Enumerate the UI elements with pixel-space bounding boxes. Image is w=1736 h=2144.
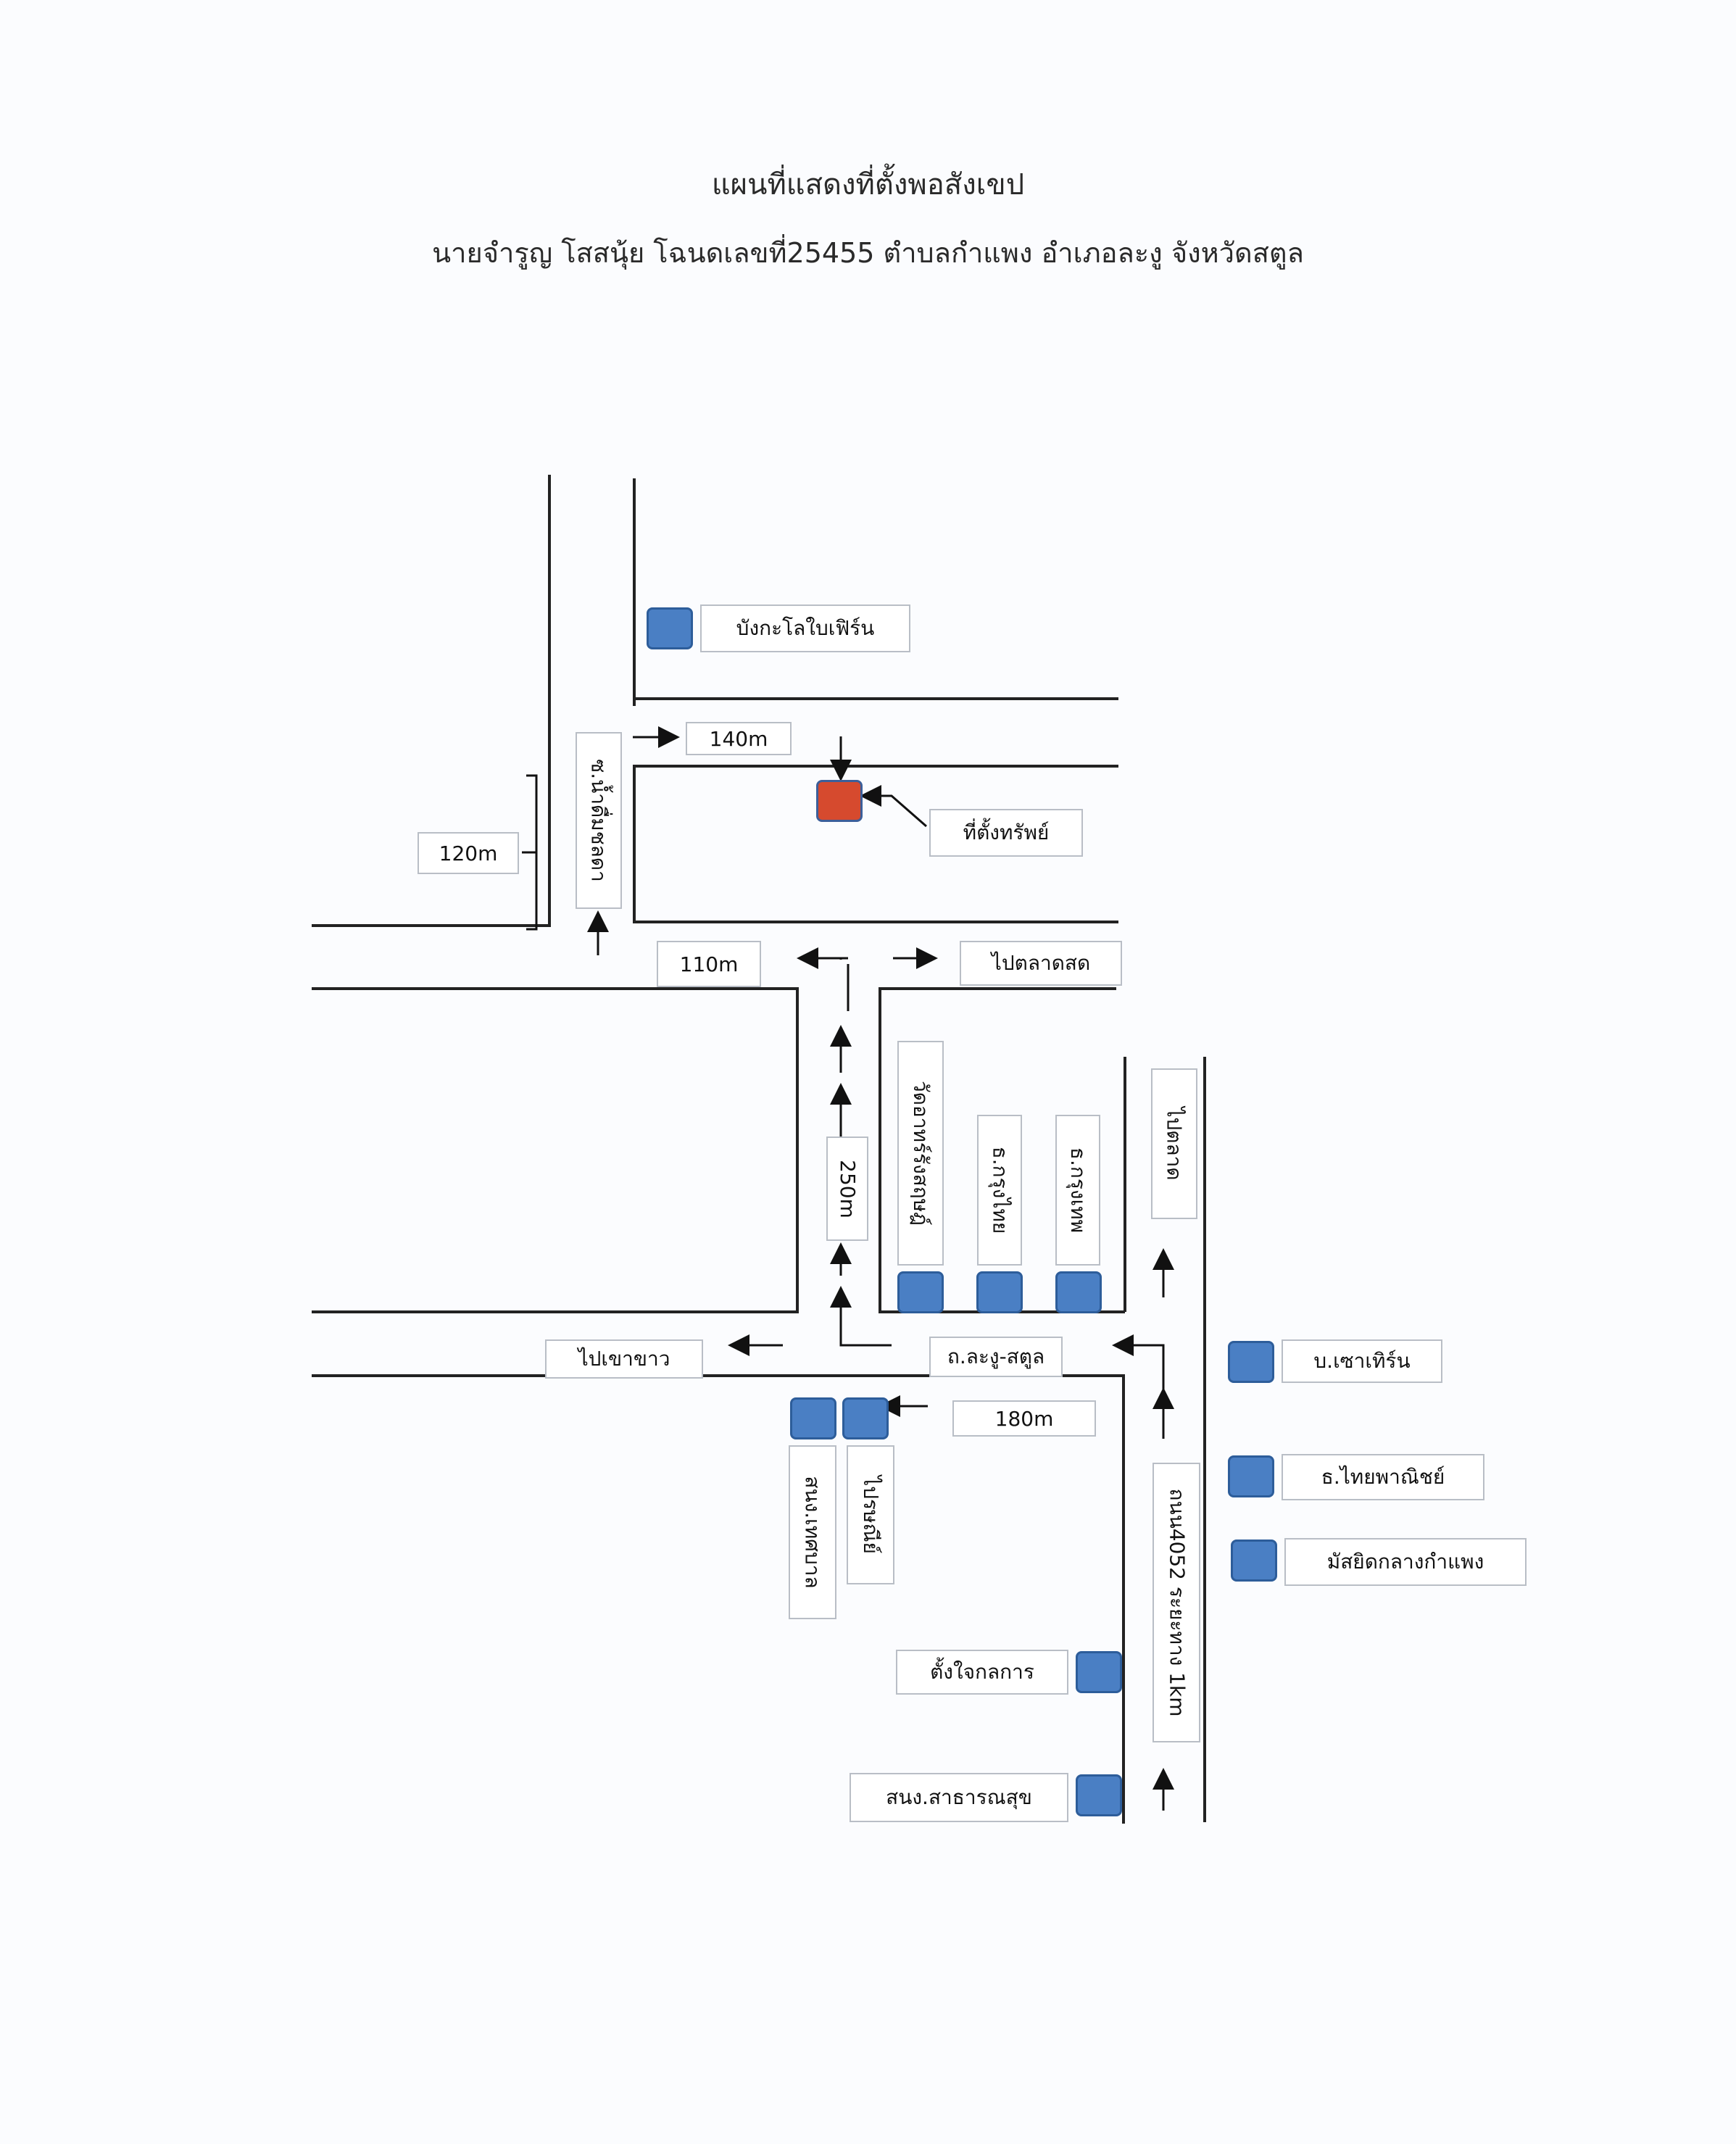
road-main-lower: [312, 1374, 1125, 1377]
label-wat-text: วัดอาทร์รังสฤษฎ์: [909, 1081, 934, 1226]
road-top-lower: [633, 765, 1118, 768]
arrow-left-junction: [1112, 1334, 1165, 1410]
label-property: ที่ตั้งทรัพย์: [929, 809, 1083, 857]
label-post-text: ไปรษณีย์: [859, 1476, 884, 1554]
label-municipal: สนง.เทศบาล: [789, 1445, 836, 1619]
map-title: แผนที่แสดงที่ตั้งพอสังเขป: [711, 168, 1025, 201]
label-250m-text: 250m: [835, 1159, 860, 1218]
road-property-bottom: [633, 921, 1118, 923]
building-ktb-marker: [976, 1271, 1023, 1313]
label-la-ngu-satun-road: ถ.ละงู-สตูล: [929, 1337, 1063, 1377]
label-180m: 180m: [952, 1400, 1096, 1437]
road-4052-left-lower: [1122, 1374, 1125, 1824]
label-wat: วัดอาทร์รังสฤษฎ์: [897, 1041, 944, 1266]
label-health: สนง.สาธารณสุข: [850, 1773, 1068, 1822]
label-bbl: ธ.กรุงเทพ: [1055, 1115, 1100, 1266]
label-post: ไปรษณีย์: [847, 1445, 894, 1584]
label-110m: 110m: [657, 941, 761, 987]
road-mid-lower-right: [879, 987, 1116, 990]
arrow-left-property: [860, 785, 927, 828]
road-mid-lower-left: [312, 987, 799, 990]
map-subtitle: นายจำรูญ โสสนุ้ย โฉนดเลขที่25455 ตำบลกำแ…: [432, 237, 1304, 269]
road-center-right: [879, 987, 881, 1312]
road-soi-left: [548, 475, 551, 924]
road-top-upper: [633, 697, 1118, 700]
property-marker: [816, 780, 863, 822]
road-main-upper-left: [312, 1310, 799, 1313]
label-250m: 250m: [826, 1137, 868, 1241]
label-ktb: ธ.กรุงไทย: [977, 1115, 1022, 1266]
label-municipal-text: สนง.เทศบาล: [801, 1476, 826, 1589]
road-soi-right: [633, 478, 636, 706]
label-tangjai: ตั้งใจกลการ: [896, 1650, 1068, 1695]
building-scb-marker: [1228, 1455, 1274, 1497]
building-bbl-marker: [1055, 1271, 1102, 1313]
road-4052-right: [1203, 1057, 1206, 1822]
building-health-marker: [1076, 1774, 1122, 1816]
label-road4052: ถนน4052 ระยะทาง 1km: [1153, 1463, 1200, 1742]
building-southern-marker: [1228, 1341, 1274, 1383]
label-mosque: มัสยิดกลางกำแพง: [1284, 1538, 1527, 1586]
road-soi-right-lower: [633, 765, 636, 923]
label-to-market-text: ไปตลาด: [1163, 1107, 1187, 1181]
building-municipal-marker: [790, 1397, 836, 1439]
arrow-up-4: [830, 1286, 892, 1347]
label-soi: ซ.น้ำดื่มชลดา: [576, 732, 622, 909]
label-ktb-text: ธ.กรุงไทย: [988, 1146, 1013, 1234]
building-post-marker: [842, 1397, 889, 1439]
road-center-left: [796, 987, 799, 1312]
label-to-khao-khao: ไปเขาขาว: [545, 1339, 703, 1379]
building-wat-marker: [897, 1271, 944, 1313]
label-southern: บ.เซาเทิร์น: [1282, 1339, 1442, 1383]
label-120m: 120m: [418, 832, 519, 874]
label-scb: ธ.ไทยพาณิชย์: [1282, 1454, 1484, 1500]
road-mid-upper-left: [312, 924, 551, 927]
label-to-fresh-market: ไปตลาดสด: [960, 941, 1122, 986]
building-tangjai-marker: [1076, 1651, 1122, 1693]
label-bungalow: บังกะโลใบเฟิร์น: [700, 604, 910, 652]
road-4052-left-upper: [1124, 1057, 1126, 1312]
label-soi-text: ซ.น้ำดื่มชลดา: [587, 759, 612, 882]
label-to-market: ไปตลาด: [1151, 1068, 1197, 1219]
building-mosque-marker: [1231, 1540, 1277, 1582]
label-140m: 140m: [686, 722, 792, 755]
label-bbl-text: ธ.กรุงเทพ: [1066, 1147, 1091, 1234]
label-road4052-text: ถนน4052 ระยะทาง 1km: [1165, 1488, 1189, 1717]
building-bungalow-marker: [647, 607, 693, 649]
